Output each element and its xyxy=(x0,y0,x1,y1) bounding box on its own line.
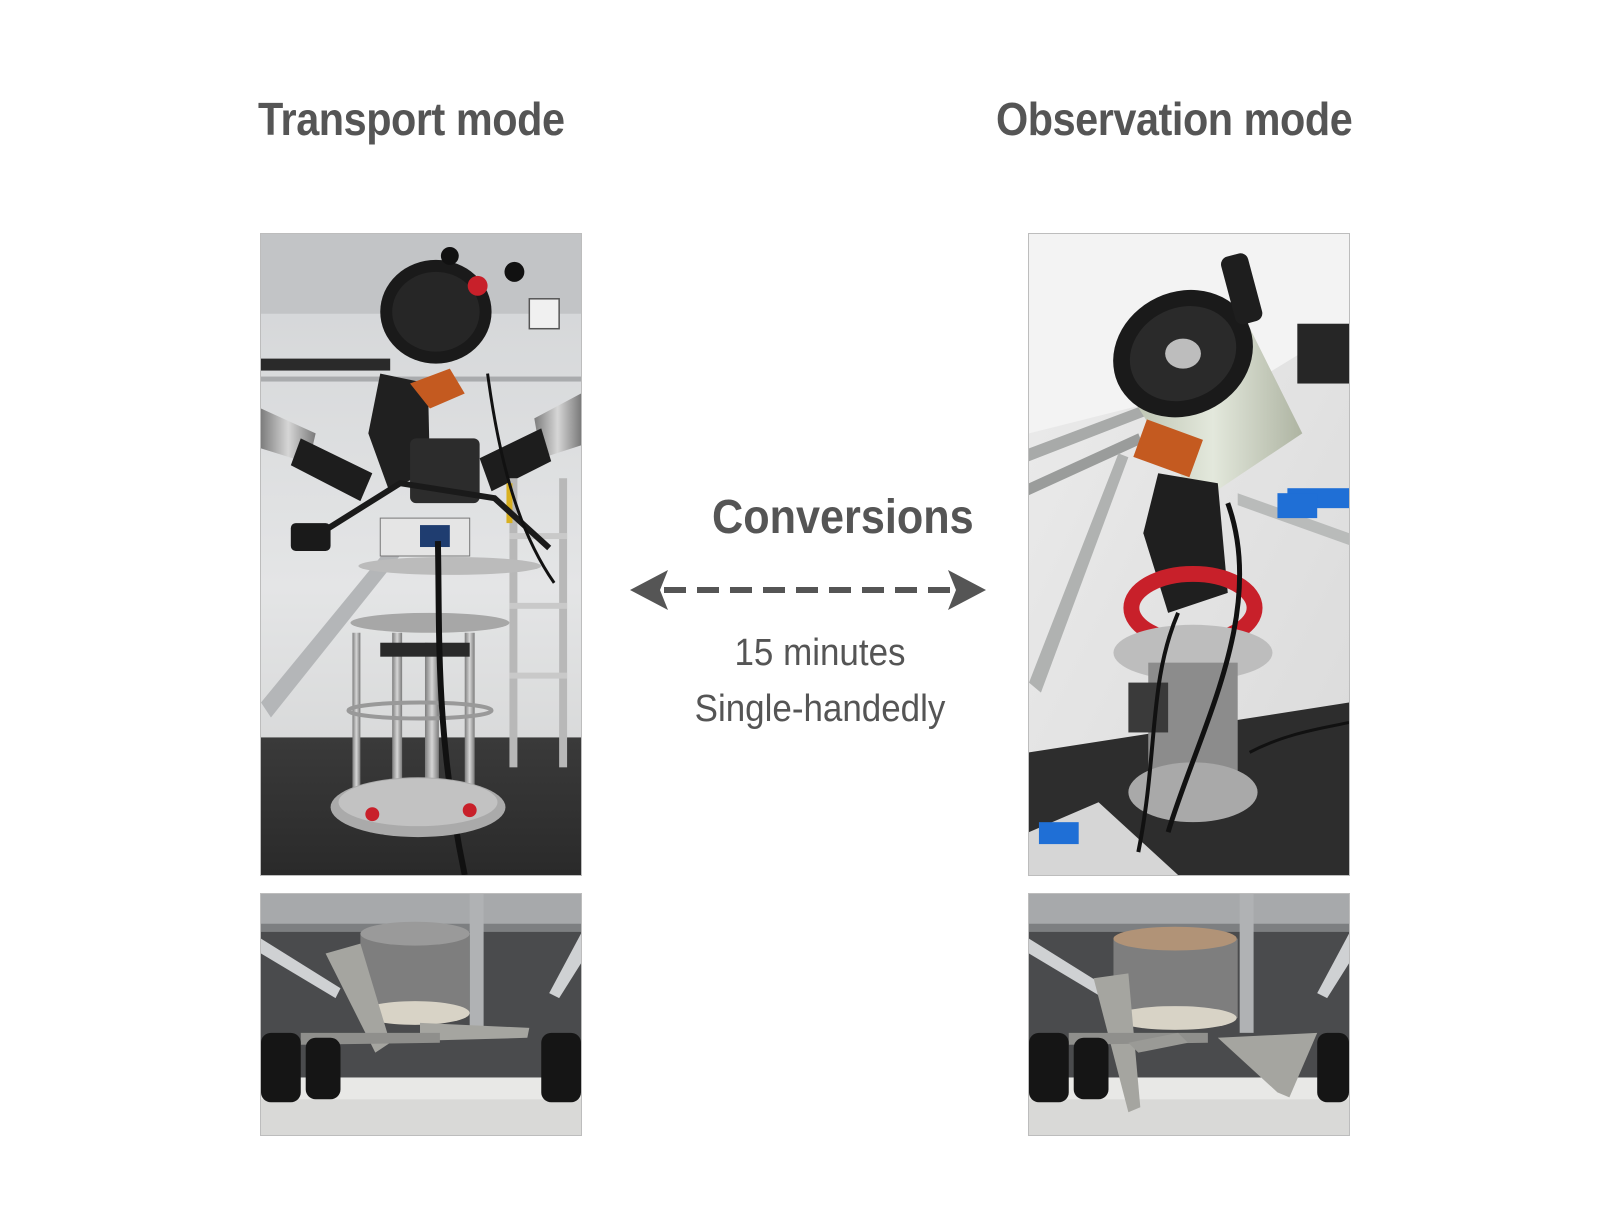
conversion-duration: 15 minutes xyxy=(734,632,906,674)
transport-mode-telescope-photo xyxy=(260,233,582,876)
conversion-method: Single-handedly xyxy=(694,688,946,730)
transport-mode-heading: Transport mode xyxy=(258,93,565,145)
bidirectional-dashed-arrow xyxy=(630,570,986,610)
conversions-title: Conversions xyxy=(712,491,974,544)
transport-mode-underside-photo xyxy=(260,893,582,1136)
observation-mode-underside-photo xyxy=(1028,893,1350,1136)
observation-mode-heading: Observation mode xyxy=(996,93,1353,145)
observation-mode-telescope-photo xyxy=(1028,233,1350,876)
